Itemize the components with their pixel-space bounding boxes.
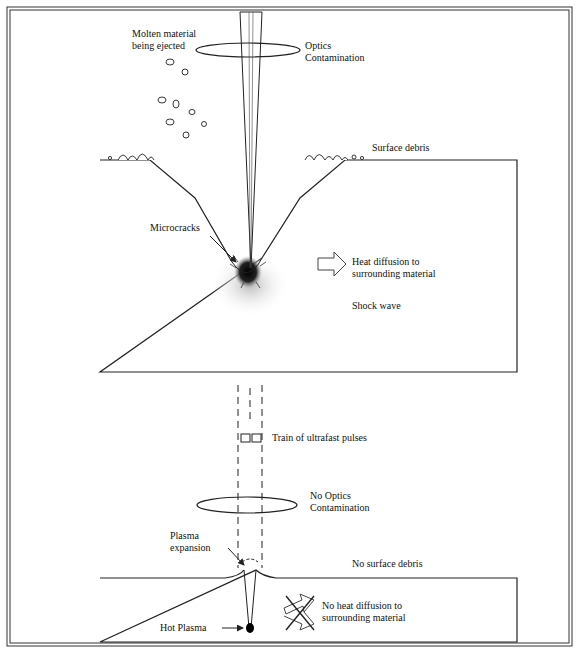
annotation-label: Plasma expansion bbox=[170, 530, 230, 553]
annotation-label: No Optics Contamination bbox=[310, 490, 390, 513]
annotation-label: Molten material being ejected bbox=[132, 28, 212, 51]
annotation-label: Train of ultrafast pulses bbox=[272, 432, 412, 444]
annotation-label: Heat diffusion to surrounding material bbox=[352, 256, 462, 279]
annotation-label: Hot Plasma bbox=[160, 622, 220, 634]
annotation-label: Surface debris bbox=[372, 142, 462, 154]
annotation-label: Shock wave bbox=[352, 300, 432, 312]
annotation-label: No surface debris bbox=[352, 558, 462, 570]
annotation-label: Optics Contamination bbox=[305, 40, 375, 63]
annotation-label: No heat diffusion to surrounding materia… bbox=[322, 600, 432, 623]
annotation-label: Microcracks bbox=[150, 222, 220, 234]
